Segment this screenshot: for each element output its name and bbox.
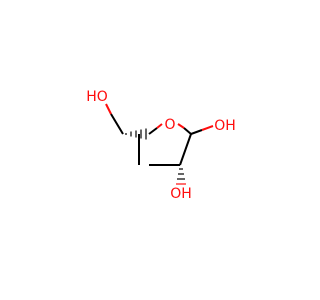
bond-c1-oh-oxygen-part [201,125,214,131]
bond-ho-ch2 [110,113,124,135]
bond-c4-ring-o [148,127,158,135]
atom-label-ring-oxygen: O [164,117,175,133]
bond-ring-o-c1-oxygen-part [177,123,185,129]
structure-canvas: HO O OH OH [86,89,236,202]
bond-ring-o-c1 [183,127,192,135]
atom-label-hydroxymethyl-oh: HO [86,89,108,105]
bond-ch2-c4-hashed-wedge [125,128,147,140]
bond-ho-ch2-oxygen-part [105,103,112,115]
bond-c2-oh-hashed-wedge [176,168,186,185]
bond-c1-c2 [179,133,192,166]
atom-label-anomeric-oh: OH [214,118,236,134]
molecule-diagram: HO O OH OH [86,89,236,202]
atom-label-c3-oh: OH [170,186,192,202]
bond-c1-oh [190,129,203,135]
bond-c4-ring-o-oxygen-part [156,123,163,129]
bond-c3-c4-diag [139,134,149,165]
